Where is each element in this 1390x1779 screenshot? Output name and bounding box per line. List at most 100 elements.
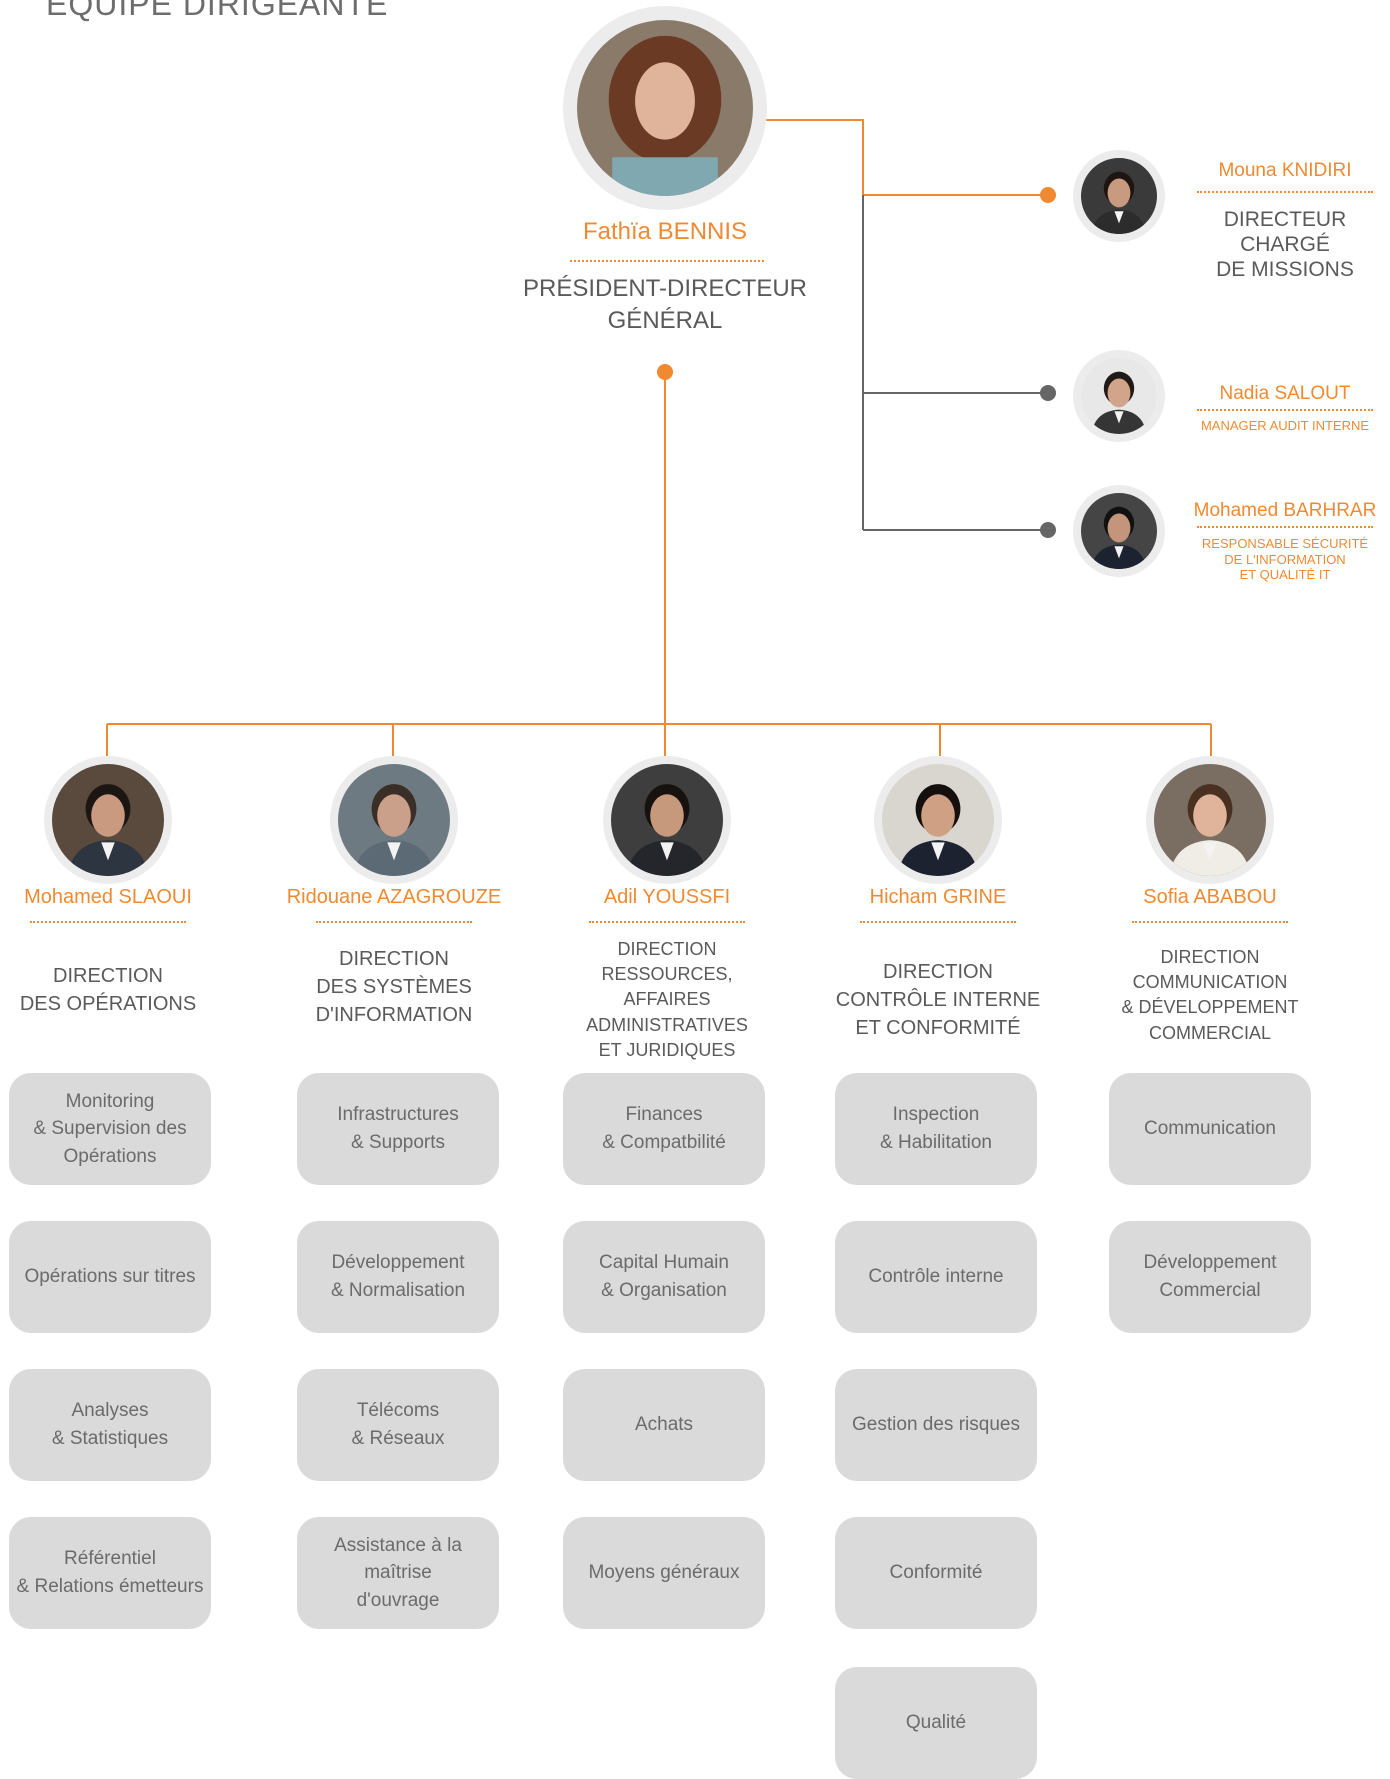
department-label: Achats [635,1411,693,1439]
department-box[interactable]: Achats [563,1369,765,1481]
portrait-icon [338,764,450,876]
department-box[interactable]: Finances& Compatbilité [563,1073,765,1185]
advisor-name: Mouna KNIDIRI [1218,160,1352,181]
department-label-line: & Habilitation [880,1132,992,1153]
department-box[interactable]: Référentiel & Relations émetteurs [9,1517,211,1629]
director-role-line: ET JURIDIQUES [598,1039,736,1060]
portrait-icon [1081,493,1157,569]
director-role-line: DIRECTION [339,948,449,970]
portrait-icon [1081,358,1157,434]
department-label: Finances& Compatbilité [602,1101,726,1156]
department-label-line: Infrastructures [337,1104,459,1126]
department-label-line: Gestion des risques [852,1414,1020,1436]
department-box[interactable]: Moyens généraux [563,1517,765,1629]
president-role-line-2: GÉNÉRAL [607,307,723,335]
department-label-line: Développement [1143,1252,1277,1274]
director-avatar [44,756,172,884]
director-avatar [874,756,1002,884]
department-label: Communication [1144,1115,1276,1143]
director-role-line: DIRECTION [53,965,163,987]
director-role-line: DES SYSTÈMES [316,976,472,998]
advisor-role-line: DIRECTEUR CHARGÉ [1223,208,1347,257]
department-label-line: Capital Humain [599,1252,729,1274]
department-label-line: & Supports [351,1132,445,1153]
advisor-role-line: DE MISSIONS [1216,258,1354,282]
director-name-underline [860,921,1016,923]
department-label: Contrôle interne [868,1263,1003,1291]
director-role-line: DES OPÉRATIONS [19,993,197,1015]
advisor-role-line: MANAGER AUDIT INTERNE [1200,418,1370,433]
director-name-underline [30,921,186,923]
department-label-line: Analyses [71,1400,149,1422]
director-name-underline [589,921,745,923]
department-label: Infrastructures & Supports [337,1101,458,1156]
director-role-line: CONTRÔLE INTERNE [835,989,1041,1011]
department-label: Conformité [890,1559,983,1587]
director-name: Adil YOUSSFI [603,886,731,908]
portrait-icon [52,764,164,876]
department-box[interactable]: Gestion des risques [835,1369,1037,1481]
department-label: Moyens généraux [588,1559,739,1587]
department-box[interactable]: Infrastructures & Supports [297,1073,499,1185]
advisor-role-line: DE L'INFORMATION [1224,551,1346,567]
portrait-icon [611,764,723,876]
director-role-line: DIRECTION [617,939,717,959]
portrait-icon [1081,158,1157,234]
department-label-line: Commercial [1159,1280,1261,1301]
director-avatar [603,756,731,884]
department-label-line: Moyens généraux [588,1562,740,1584]
department-label-line: Opérations sur titres [24,1266,196,1288]
department-box[interactable]: Opérations sur titres [9,1221,211,1333]
advisor-name: Mohamed BARHRAR [1193,500,1377,521]
department-box[interactable]: Capital Humain& Organisation [563,1221,765,1333]
president-role: PRÉSIDENT-DIRECTEUR GÉNÉRAL [500,273,830,338]
director-role-line: COMMUNICATION [1132,972,1288,993]
connector-president-advisors [765,119,1048,196]
director-role-line: ET CONFORMITÉ [855,1017,1021,1039]
department-label-line: & Statistiques [51,1428,169,1449]
president-avatar [563,6,767,210]
advisor-role-line: RESPONSABLE SÉCURITÉ [1201,536,1369,551]
department-box[interactable]: Télécoms& Réseaux [297,1369,499,1481]
president-role-line-1: PRÉSIDENT-DIRECTEUR [522,275,808,302]
portrait-icon [882,764,994,876]
department-label-line: Communication [1144,1118,1276,1140]
department-label-line: Conformité [889,1562,983,1584]
department-box[interactable]: Contrôle interne [835,1221,1037,1333]
department-box[interactable]: Développement& Normalisation [297,1221,499,1333]
portrait-icon [577,20,753,196]
department-label: Opérations sur titres [24,1263,195,1291]
director-name-underline [1132,921,1288,923]
department-box[interactable]: Analyses & Statistiques [9,1369,211,1481]
director-name-underline [316,921,472,923]
department-label-line: Inspection [892,1104,980,1126]
department-label: Inspection & Habilitation [880,1101,992,1156]
advisor-role: MANAGER AUDIT INTERNE [1185,418,1385,434]
department-label: Analyses & Statistiques [52,1397,168,1452]
department-box[interactable]: Inspection & Habilitation [835,1073,1037,1185]
portrait-icon [1154,764,1266,876]
department-label-line: & Supervision des [33,1118,187,1140]
president-name: Fathïa BENNIS [582,218,748,245]
department-label-line: Référentiel [64,1548,156,1570]
director-role-line: COMMERCIAL [1148,1022,1271,1043]
department-label-line: Télécoms [356,1400,440,1422]
department-box[interactable]: Conformité [835,1517,1037,1629]
department-label-line: Qualité [905,1712,967,1734]
director-role-line: RESSOURCES, [601,964,733,985]
advisor-name-underline [1197,526,1373,528]
advisor-name: Nadia SALOUT [1219,383,1351,404]
department-label-line: & Normalisation [330,1280,466,1301]
department-box[interactable]: Communication [1109,1073,1311,1185]
department-box[interactable]: Qualité [835,1667,1037,1779]
department-label: Qualité [906,1709,966,1737]
department-label-line: & Relations émetteurs [16,1576,204,1597]
